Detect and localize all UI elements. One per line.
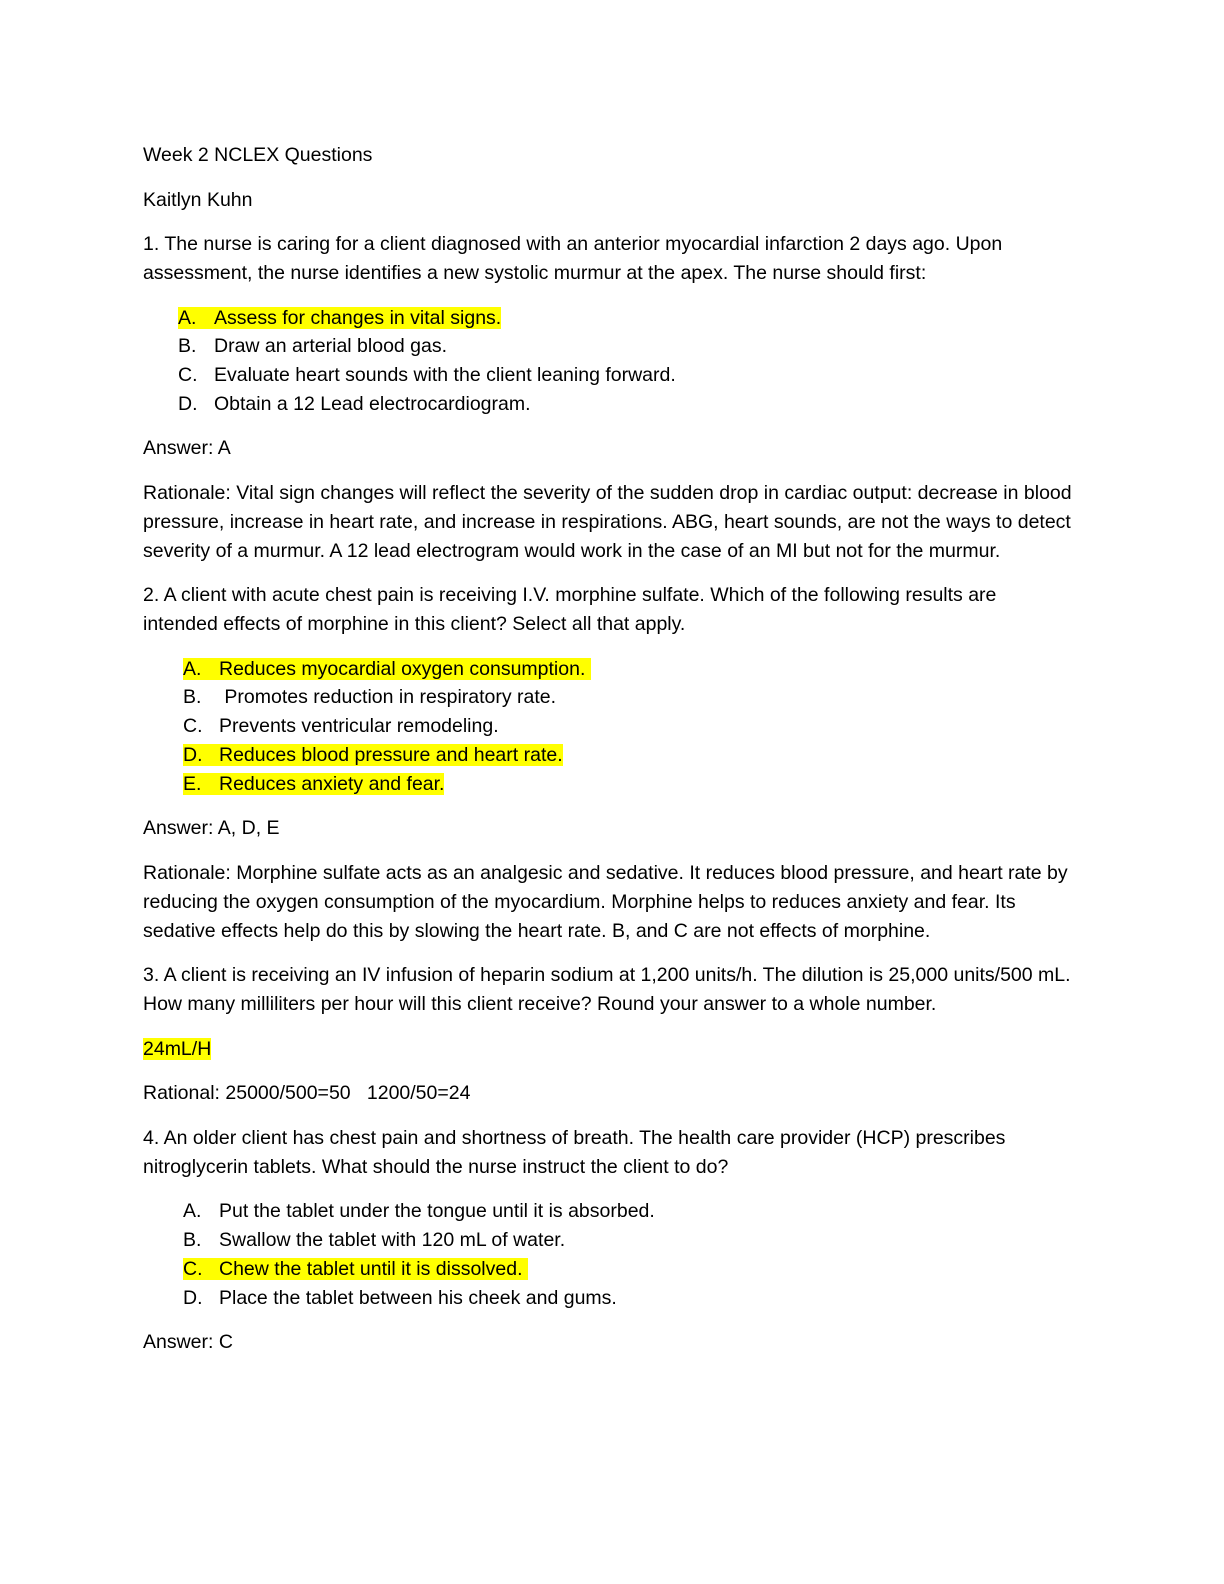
highlighted-option: D. Reduces blood pressure and heart rate. <box>183 744 563 767</box>
question-1: 1. The nurse is caring for a client diag… <box>143 230 1073 566</box>
question-4-stem: 4. An older client has chest pain and sh… <box>143 1126 1006 1178</box>
option-text: Swallow the tablet with 120 mL of water. <box>219 1228 566 1251</box>
question-2: 2. A client with acute chest pain is rec… <box>143 581 1073 945</box>
option-text: Put the tablet under the tongue until it… <box>219 1200 655 1223</box>
list-item: B. Promotes reduction in respiratory rat… <box>183 683 1073 712</box>
highlighted-option: E. Reduces anxiety and fear. <box>183 772 445 795</box>
list-item: C. Prevents ventricular remodeling. <box>183 712 1073 741</box>
option-letter: E. <box>183 772 202 795</box>
question-4-options: A. Put the tablet under the tongue until … <box>143 1197 1073 1312</box>
option-letter: B. <box>178 335 197 358</box>
highlighted-option: A. Assess for changes in vital signs. <box>178 306 502 329</box>
question-3-answer-line: 24mL/H <box>143 1035 1073 1064</box>
list-item: E. Reduces anxiety and fear. <box>183 770 1073 799</box>
document-author: Kaitlyn Kuhn <box>143 188 253 211</box>
option-text: Chew the tablet until it is dissolved. <box>219 1257 523 1280</box>
question-4-answer: Answer: C <box>143 1330 233 1353</box>
option-letter: A. <box>183 1200 202 1223</box>
option-letter: A. <box>178 306 197 329</box>
list-item: D. Reduces blood pressure and heart rate. <box>183 741 1073 770</box>
highlighted-option: A. Reduces myocardial oxygen consumption. <box>183 657 591 680</box>
question-2-answer: Answer: A, D, E <box>143 817 280 840</box>
option-text: Reduces myocardial oxygen consumption. <box>219 657 586 680</box>
question-2-rationale: Rationale: Morphine sulfate acts as an a… <box>143 861 1068 942</box>
list-item: C. Evaluate heart sounds with the client … <box>178 361 1073 390</box>
question-1-stem: 1. The nurse is caring for a client diag… <box>143 233 1003 284</box>
list-item: D. Obtain a 12 Lead electrocardiogram. <box>178 390 1073 419</box>
option-letter: D. <box>178 392 198 415</box>
question-1-options: A. Assess for changes in vital signs. B. D… <box>143 304 1073 419</box>
question-3-answer: 24mL/H <box>143 1037 212 1060</box>
question-1-rationale: Rationale: Vital sign changes will refle… <box>143 481 1072 562</box>
question-2-options: A. Reduces myocardial oxygen consumption.… <box>143 655 1073 799</box>
question-3-stem: 3. A client is receiving an IV infusion … <box>143 964 1071 1016</box>
list-item: D. Place the tablet between his cheek and… <box>183 1284 1073 1313</box>
option-text: Draw an arterial blood gas. <box>214 335 448 358</box>
option-text: Promotes reduction in respiratory rate. <box>219 686 557 709</box>
question-4: 4. An older client has chest pain and sh… <box>143 1124 1073 1357</box>
question-2-stem: 2. A client with acute chest pain is rec… <box>143 584 997 636</box>
option-text: Evaluate heart sounds with the client le… <box>214 364 676 387</box>
option-letter: C. <box>178 364 198 387</box>
option-letter: B. <box>183 686 202 709</box>
question-3: 3. A client is receiving an IV infusion … <box>143 961 1073 1108</box>
list-item: A. Put the tablet under the tongue until … <box>183 1197 1073 1226</box>
option-letter: D. <box>183 744 203 767</box>
question-1-answer: Answer: A <box>143 437 231 460</box>
document-title: Week 2 NCLEX Questions <box>143 144 373 166</box>
option-text: Prevents ventricular remodeling. <box>219 715 499 738</box>
list-item: A. Reduces myocardial oxygen consumption. <box>183 655 1073 684</box>
option-text: Place the tablet between his cheek and g… <box>219 1286 617 1309</box>
option-text: Assess for changes in vital signs. <box>214 306 502 329</box>
list-item: A. Assess for changes in vital signs. <box>178 304 1073 333</box>
option-text: Reduces anxiety and fear. <box>219 772 445 795</box>
option-letter: D. <box>183 1286 203 1309</box>
question-3-rationale: Rational: 25000/500=50 1200/50=24 <box>143 1082 471 1105</box>
option-text: Obtain a 12 Lead electrocardiogram. <box>214 392 531 415</box>
list-item: C. Chew the tablet until it is dissolved. <box>183 1255 1073 1284</box>
option-letter: C. <box>183 715 203 738</box>
highlighted-option: C. Chew the tablet until it is dissolved. <box>183 1257 528 1280</box>
document-page: Week 2 NCLEX Questions Kaitlyn Kuhn 1. T… <box>143 141 1073 1372</box>
option-letter: B. <box>183 1228 202 1251</box>
option-letter: C. <box>183 1257 203 1280</box>
option-text: Reduces blood pressure and heart rate. <box>219 744 563 767</box>
list-item: B. Draw an arterial blood gas. <box>178 332 1073 361</box>
option-letter: A. <box>183 657 202 680</box>
list-item: B. Swallow the tablet with 120 mL of wate… <box>183 1226 1073 1255</box>
